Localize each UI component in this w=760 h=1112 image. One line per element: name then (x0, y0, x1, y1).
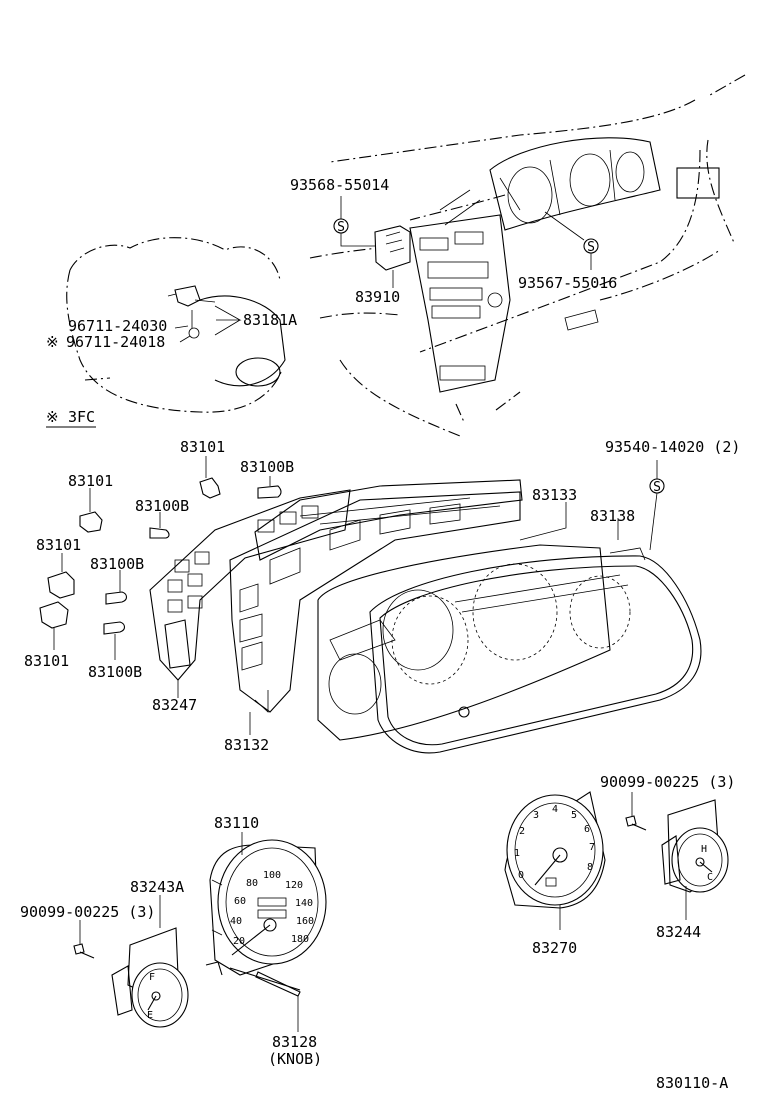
screw-90099-left (73, 920, 95, 959)
leader-lines-mid (53, 456, 619, 735)
label-83101-a: 83101 (68, 472, 113, 490)
svg-text:3: 3 (533, 810, 539, 821)
label-note-mark-2: ※ (46, 408, 59, 426)
label-83100b-top: 83100B (240, 458, 294, 476)
label-83910: 83910 (355, 288, 400, 306)
circuit-plate-83247 (149, 489, 351, 681)
cluster-glass-83138 (369, 547, 702, 754)
bulb-83100b-top (257, 485, 282, 499)
svg-text:7: 7 (589, 842, 595, 853)
svg-text:140: 140 (295, 898, 313, 909)
tachometer-scale: 0 1 2 3 4 5 6 7 8 (514, 804, 595, 881)
label-83244: 83244 (656, 923, 701, 941)
svg-text:120: 120 (285, 880, 303, 891)
label-note-mark-1: ※ (46, 333, 59, 351)
dial-plate (317, 544, 611, 741)
label-83247: 83247 (152, 696, 197, 714)
svg-text:1: 1 (514, 848, 520, 859)
dash-cluster-sketch (439, 137, 720, 231)
screw-symbol-93567: S (583, 238, 599, 255)
svg-text:S: S (587, 240, 595, 255)
temp-gauge-83244: H C (661, 799, 729, 920)
bulb-socket-top (199, 470, 221, 499)
label-83128: 83128 (272, 1033, 317, 1051)
screw-90099-right (625, 792, 647, 831)
label-93540-14020: 93540-14020 (2) (605, 438, 740, 456)
svg-text:C: C (707, 872, 713, 883)
svg-text:E: E (147, 1010, 153, 1021)
label-83100b-b: 83100B (90, 555, 144, 573)
rear-case-83132 (229, 491, 521, 713)
label-83128-knob: (KNOB) (268, 1050, 322, 1068)
label-83100b-c: 83100B (88, 663, 142, 681)
label-90099-00225-left: 90099-00225 (3) (20, 903, 155, 921)
leader-lines-upper (340, 196, 658, 551)
label-93567-55016: 93567-55016 (518, 274, 617, 292)
speedometer-83110 (205, 839, 327, 991)
svg-text:S: S (653, 480, 661, 495)
center-console-sketch (409, 214, 599, 393)
label-83110: 83110 (214, 814, 259, 832)
svg-text:H: H (701, 844, 707, 855)
bulb-socket-83101-a (79, 511, 103, 533)
tachometer-83270 (504, 791, 606, 930)
label-3fc: 3FC (68, 408, 95, 426)
hazard-switch-83910 (374, 225, 411, 271)
label-96711-24018: 96711-24018 (66, 333, 165, 351)
dashboard-outline (309, 74, 746, 437)
speedometer-scale: 20 40 60 80 100 120 140 160 180 (230, 870, 314, 947)
label-83101-b: 83101 (36, 536, 81, 554)
svg-text:5: 5 (571, 810, 577, 821)
svg-text:F: F (149, 972, 155, 983)
diagram-code: 830110-A (656, 1074, 728, 1092)
bulb-83100b-c (105, 591, 128, 605)
svg-text:8: 8 (587, 862, 593, 873)
svg-text:2: 2 (519, 826, 525, 837)
label-83138: 83138 (590, 507, 635, 525)
screw-symbol-93540: S (649, 478, 665, 495)
label-83132: 83132 (224, 736, 269, 754)
engine-sketch-3fc (66, 237, 286, 413)
leader-lines-engine (174, 305, 242, 343)
bulb-socket-83101-b (47, 571, 75, 599)
svg-text:40: 40 (230, 916, 242, 927)
label-90099-00225-right: 90099-00225 (3) (600, 773, 735, 791)
bulb-socket-83101-c (39, 601, 69, 629)
screw-symbol-93568: S (333, 218, 349, 235)
trip-knob-83128 (255, 971, 301, 1032)
circuit-layer-upper (254, 479, 523, 561)
svg-text:80: 80 (246, 878, 258, 889)
label-83181a: 83181A (243, 311, 297, 329)
fuel-gauge-83243a: F E (111, 895, 189, 1028)
svg-text:20: 20 (233, 936, 245, 947)
bulb-83100b-d (103, 621, 126, 635)
label-93568-55014: 93568-55014 (290, 176, 389, 194)
svg-text:4: 4 (552, 804, 558, 815)
svg-text:S: S (337, 220, 345, 235)
label-83270: 83270 (532, 939, 577, 957)
svg-text:0: 0 (518, 870, 524, 881)
svg-text:160: 160 (296, 916, 314, 927)
label-96711-24030: 96711-24030 (68, 317, 167, 335)
svg-text:100: 100 (263, 870, 281, 881)
label-83100b-a: 83100B (135, 497, 189, 515)
svg-text:6: 6 (584, 824, 590, 835)
svg-text:180: 180 (291, 934, 309, 945)
bulb-83100b-b (149, 527, 170, 539)
label-83243a: 83243A (130, 878, 184, 896)
label-83101-top: 83101 (180, 438, 225, 456)
label-83101-c: 83101 (24, 652, 69, 670)
label-83133: 83133 (532, 486, 577, 504)
svg-text:60: 60 (234, 896, 246, 907)
part-labels: 93568-55014 93567-55016 83910 96711-2403… (20, 176, 740, 1092)
